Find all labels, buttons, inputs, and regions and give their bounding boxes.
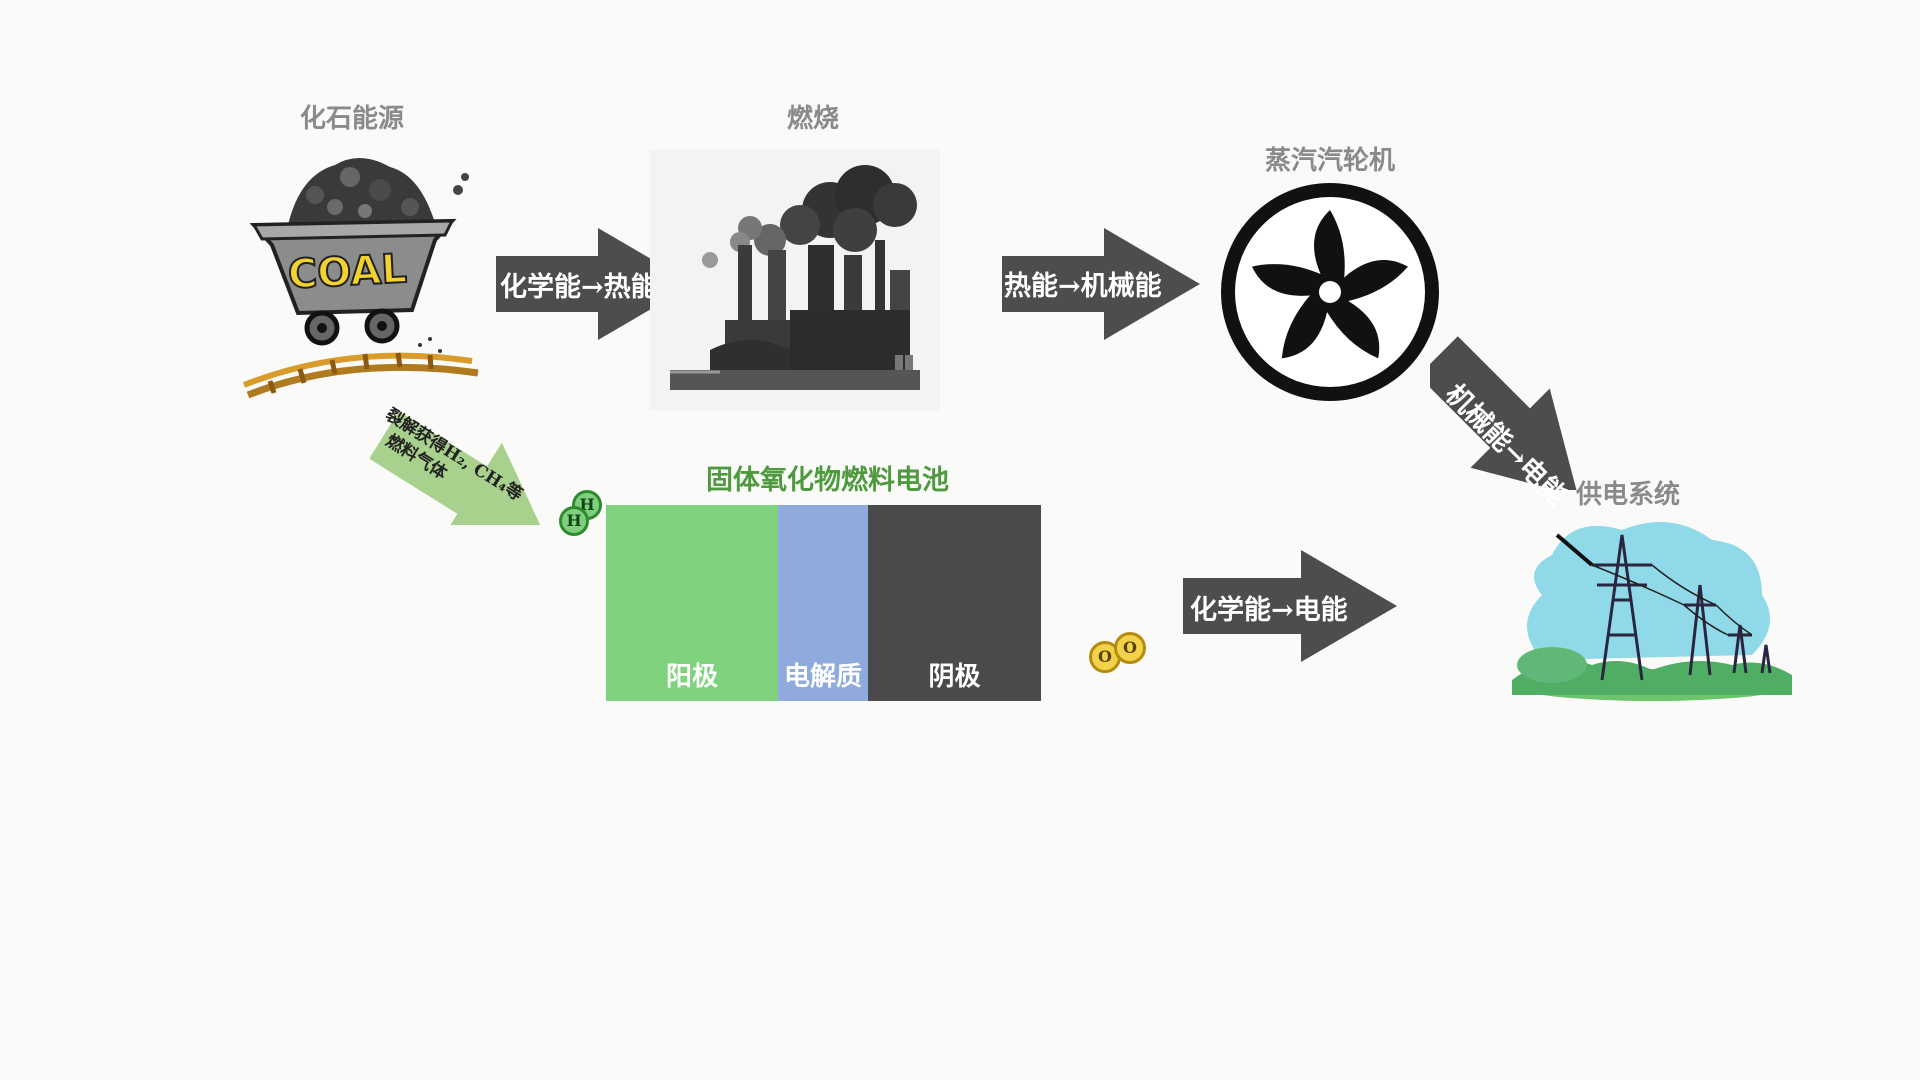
coal-label: COAL — [287, 246, 408, 298]
electrolyte-layer: 电解质 — [778, 505, 868, 701]
cathode-label: 阴极 — [928, 662, 981, 692]
fossil-energy-label: 化石能源 — [299, 104, 404, 134]
steam-turbine-label: 蒸汽汽轮机 — [1264, 146, 1395, 176]
factory-icon — [650, 150, 940, 410]
heat-to-mech-label: 热能→机械能 — [1004, 271, 1162, 302]
chem-to-elec-label: 化学能→电能 — [1190, 595, 1348, 626]
arrow-chem-to-elec — [1183, 550, 1397, 662]
sofc-title: 固体氧化物燃料电池 — [706, 465, 949, 496]
oxygen-atom-1: O — [1089, 641, 1121, 673]
anode-layer: 阳极 — [606, 505, 778, 701]
arrow-chem-to-heat — [496, 228, 694, 340]
anode-label: 阳极 — [665, 662, 718, 692]
combustion-label: 燃烧 — [786, 104, 839, 134]
electrolyte-label: 电解质 — [783, 662, 862, 692]
power-grid-label: 供电系统 — [1575, 480, 1680, 510]
coal-cart-icon: COAL — [242, 157, 479, 399]
power-tower-icon — [1512, 522, 1792, 701]
hydrogen-atom-2: H — [559, 506, 589, 536]
oxygen-atom-2: O — [1114, 632, 1146, 664]
cathode-layer: 阴极 — [868, 505, 1041, 701]
chem-to-heat-label: 化学能→热能 — [500, 272, 658, 303]
pyrolysis-arrow — [370, 411, 546, 525]
turbine-fan-icon — [1221, 183, 1439, 401]
arrow-mech-to-elec — [1430, 336, 1579, 490]
arrow-heat-to-mech — [1002, 228, 1200, 340]
